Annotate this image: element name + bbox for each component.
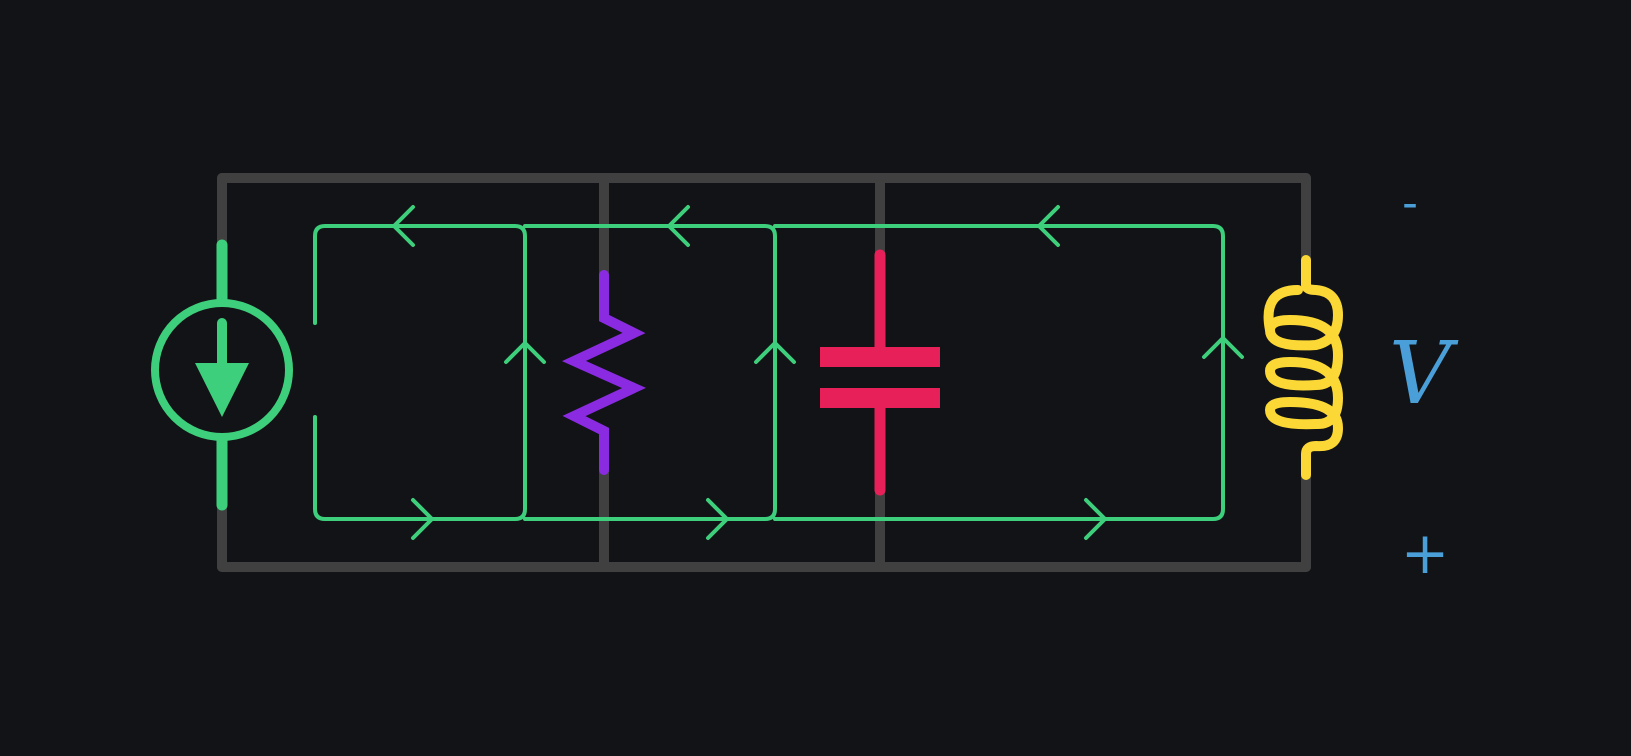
arrow-bottom-3 [1084, 498, 1107, 540]
current-loop-resistor [313, 224, 527, 521]
arrow-up-1 [504, 341, 546, 364]
wire-frame [217, 173, 1311, 572]
capacitor-icon [820, 249, 940, 496]
arrow-top-3 [1037, 205, 1060, 247]
resistor-icon [561, 270, 647, 475]
voltage-symbol: V [1389, 324, 1459, 424]
arrow-top-2 [667, 205, 690, 247]
inductor-icon [1263, 255, 1343, 480]
arrow-up-2 [754, 341, 796, 364]
arrow-bottom-1 [411, 498, 434, 540]
arrow-top-1 [392, 205, 415, 247]
arrow-bottom-2 [706, 498, 729, 540]
current-loop-capacitor [523, 224, 777, 521]
arrow-up-3 [1202, 336, 1244, 359]
current-source-circle [151, 299, 293, 441]
current-loop-inductor [773, 224, 1225, 521]
voltage-label: - V + [1389, 175, 1459, 587]
current-source-arrow-head [195, 363, 249, 417]
voltage-minus-sign: - [1402, 175, 1418, 229]
current-loops [313, 205, 1244, 540]
voltage-plus-sign: + [1401, 519, 1450, 587]
current-source-icon [151, 239, 293, 511]
